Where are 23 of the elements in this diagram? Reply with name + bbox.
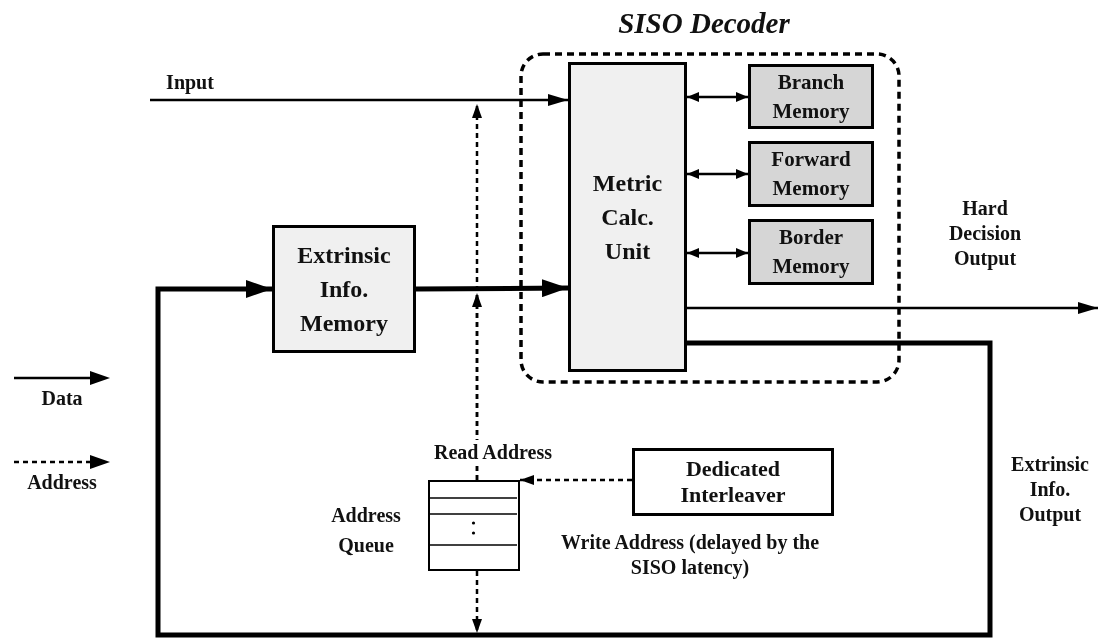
box-label: Forward Memory <box>770 146 852 202</box>
arrow <box>687 302 1098 314</box>
arrow <box>687 92 748 102</box>
memory-box <box>748 141 874 207</box>
memory-box <box>748 64 874 129</box>
arrow <box>416 279 568 298</box>
arrow <box>150 94 568 106</box>
group-title: SISO Decoder <box>617 6 791 40</box>
dashed-arrow <box>472 571 482 633</box>
box-label: Border Memory <box>771 224 851 280</box>
box-label: Dedicated Interleaver <box>679 456 787 508</box>
dashed-arrow <box>520 475 632 485</box>
process-box <box>632 448 834 516</box>
arrow <box>687 248 748 258</box>
box-label: Extrinsic Info. Memory <box>296 241 392 338</box>
box-label: Branch Memory <box>771 68 851 125</box>
memory-box <box>748 219 874 285</box>
arrow <box>155 280 993 638</box>
box-label: Metric Calc. Unit <box>591 169 664 266</box>
process-box <box>568 62 687 372</box>
dashed-arrow <box>472 293 482 480</box>
arrow <box>687 169 748 179</box>
process-box <box>272 225 416 353</box>
